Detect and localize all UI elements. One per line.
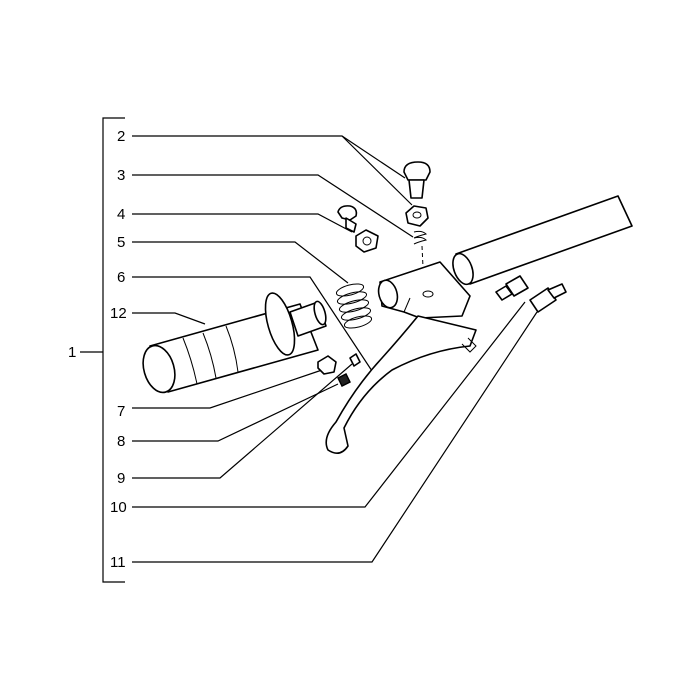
callout-7: 7	[117, 403, 125, 420]
adjuster-part-10	[495, 275, 529, 301]
callout-9: 9	[117, 470, 125, 487]
nut-part-2	[405, 205, 429, 227]
cable-adjuster-part-11	[529, 283, 567, 313]
callout-labels: 1 2 3 4 5 6 12 7 8 9 10 11	[68, 128, 127, 571]
assembly-bracket	[80, 117, 125, 583]
grip-part-12	[142, 292, 327, 394]
lever-housing	[377, 261, 471, 319]
callout-8: 8	[117, 433, 125, 450]
callout-4: 4	[117, 206, 125, 223]
callout-1: 1	[68, 344, 76, 361]
coil-spring-part-5	[335, 283, 373, 329]
callout-5: 5	[117, 234, 125, 251]
callout-3: 3	[117, 167, 125, 184]
callout-11: 11	[110, 554, 126, 571]
leader-lines	[132, 135, 538, 563]
pin-part-8	[337, 373, 351, 387]
screw-part-4	[337, 205, 379, 253]
bolt-part-2	[403, 161, 431, 199]
clip-part-9	[349, 353, 361, 367]
cable-nipple-part-7	[317, 355, 337, 375]
lever-part-6	[325, 315, 477, 454]
callout-12: 12	[110, 305, 127, 322]
callout-6: 6	[117, 269, 125, 286]
handlebar-tube	[452, 195, 633, 286]
callout-2: 2	[117, 128, 125, 145]
callout-10: 10	[110, 499, 127, 516]
